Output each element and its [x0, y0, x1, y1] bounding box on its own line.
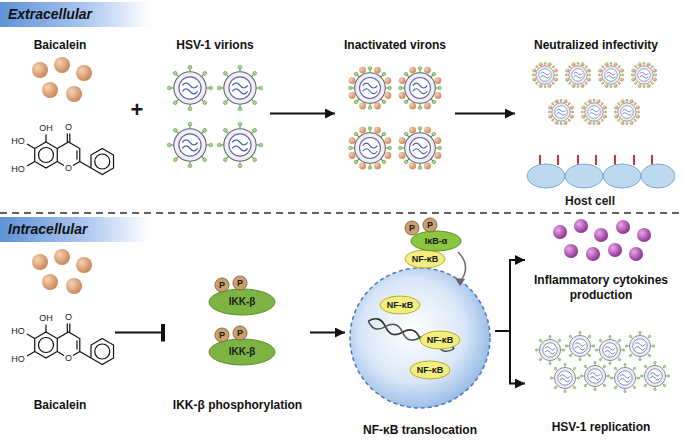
diagram-label: P	[237, 329, 243, 338]
diagram-label: IKK-β	[229, 347, 256, 357]
replicating-virions	[535, 331, 670, 393]
step-label: Neutralized infectivity	[534, 38, 658, 52]
step-label: Inflammatory cytokines production	[528, 273, 674, 302]
step-label: Inactivated virons	[344, 38, 446, 52]
section-title: Extracellular	[8, 6, 92, 23]
diagram-label: HO	[11, 165, 25, 174]
nucleus	[350, 268, 490, 408]
cytokines	[553, 219, 651, 261]
baicalein-structure	[27, 324, 114, 365]
ikk-beta-protein	[209, 276, 275, 365]
diagram-label: P	[427, 221, 433, 230]
diagram-label: P	[409, 224, 415, 233]
step-node: HSV-1 replication	[525, 330, 677, 437]
step-label: NF-κB translocation	[363, 423, 477, 437]
ikb-nfkb-complex	[405, 218, 466, 286]
step-label: Baicalein	[34, 398, 87, 412]
flow-arrow	[310, 332, 345, 334]
diagram-label: OH	[39, 314, 53, 323]
host-cells	[527, 155, 675, 188]
diagram-label: P	[219, 331, 225, 340]
diagram-label: HO	[11, 327, 25, 336]
baicalein-structure	[27, 134, 114, 175]
flow-arrow	[495, 260, 525, 331]
section-tab: Extracellular	[0, 2, 150, 27]
diagram-label: NF-κB	[417, 366, 444, 375]
diagram-label: IκB-α	[425, 237, 448, 246]
flow-arrow	[495, 331, 525, 384]
step-node: Neutralized infectivity	[515, 35, 677, 192]
baicalein-particles	[32, 249, 92, 294]
step-node: HSV-1 virions	[160, 35, 270, 192]
step-node: Inactivated virons	[335, 35, 455, 192]
step-label: IKK-β phosphorylation	[173, 398, 302, 412]
step-label: Baicalein	[34, 38, 87, 52]
virions	[167, 65, 262, 167]
diagram-label: O	[65, 123, 72, 132]
step-node: Inflammatory cytokines production	[525, 215, 677, 305]
diagram-label: Host cell	[565, 195, 615, 207]
step-label: HSV-1 replication	[552, 420, 651, 434]
flow-arrow	[455, 113, 515, 115]
diagram-label: OH	[39, 124, 53, 133]
diagram-label: O	[65, 164, 72, 173]
diagram-label: +	[131, 99, 144, 121]
diagram-label: O	[65, 354, 72, 363]
diagram-label: P	[219, 281, 225, 290]
step-label: HSV-1 virions	[176, 38, 253, 52]
diagram-label: O	[65, 313, 72, 322]
diagram-label: P	[237, 279, 243, 288]
diagram-label: NF-κB	[427, 336, 454, 345]
separator-line	[0, 212, 682, 213]
section-title: Intracellular	[8, 221, 87, 238]
diagram-label: HO	[11, 137, 25, 146]
inactivated-virions	[348, 66, 441, 169]
diagram-label: NF-κB	[387, 301, 414, 310]
neutralized-virions	[532, 62, 657, 125]
baicalein-particles	[32, 57, 92, 102]
section-tab: Intracellular	[0, 217, 150, 242]
diagram-label: HO	[11, 355, 25, 364]
inhibition-line	[115, 332, 165, 334]
flow-arrow	[270, 113, 335, 115]
diagram-label: IKK-β	[229, 297, 256, 307]
diagram-label: NF-κB	[412, 255, 439, 264]
